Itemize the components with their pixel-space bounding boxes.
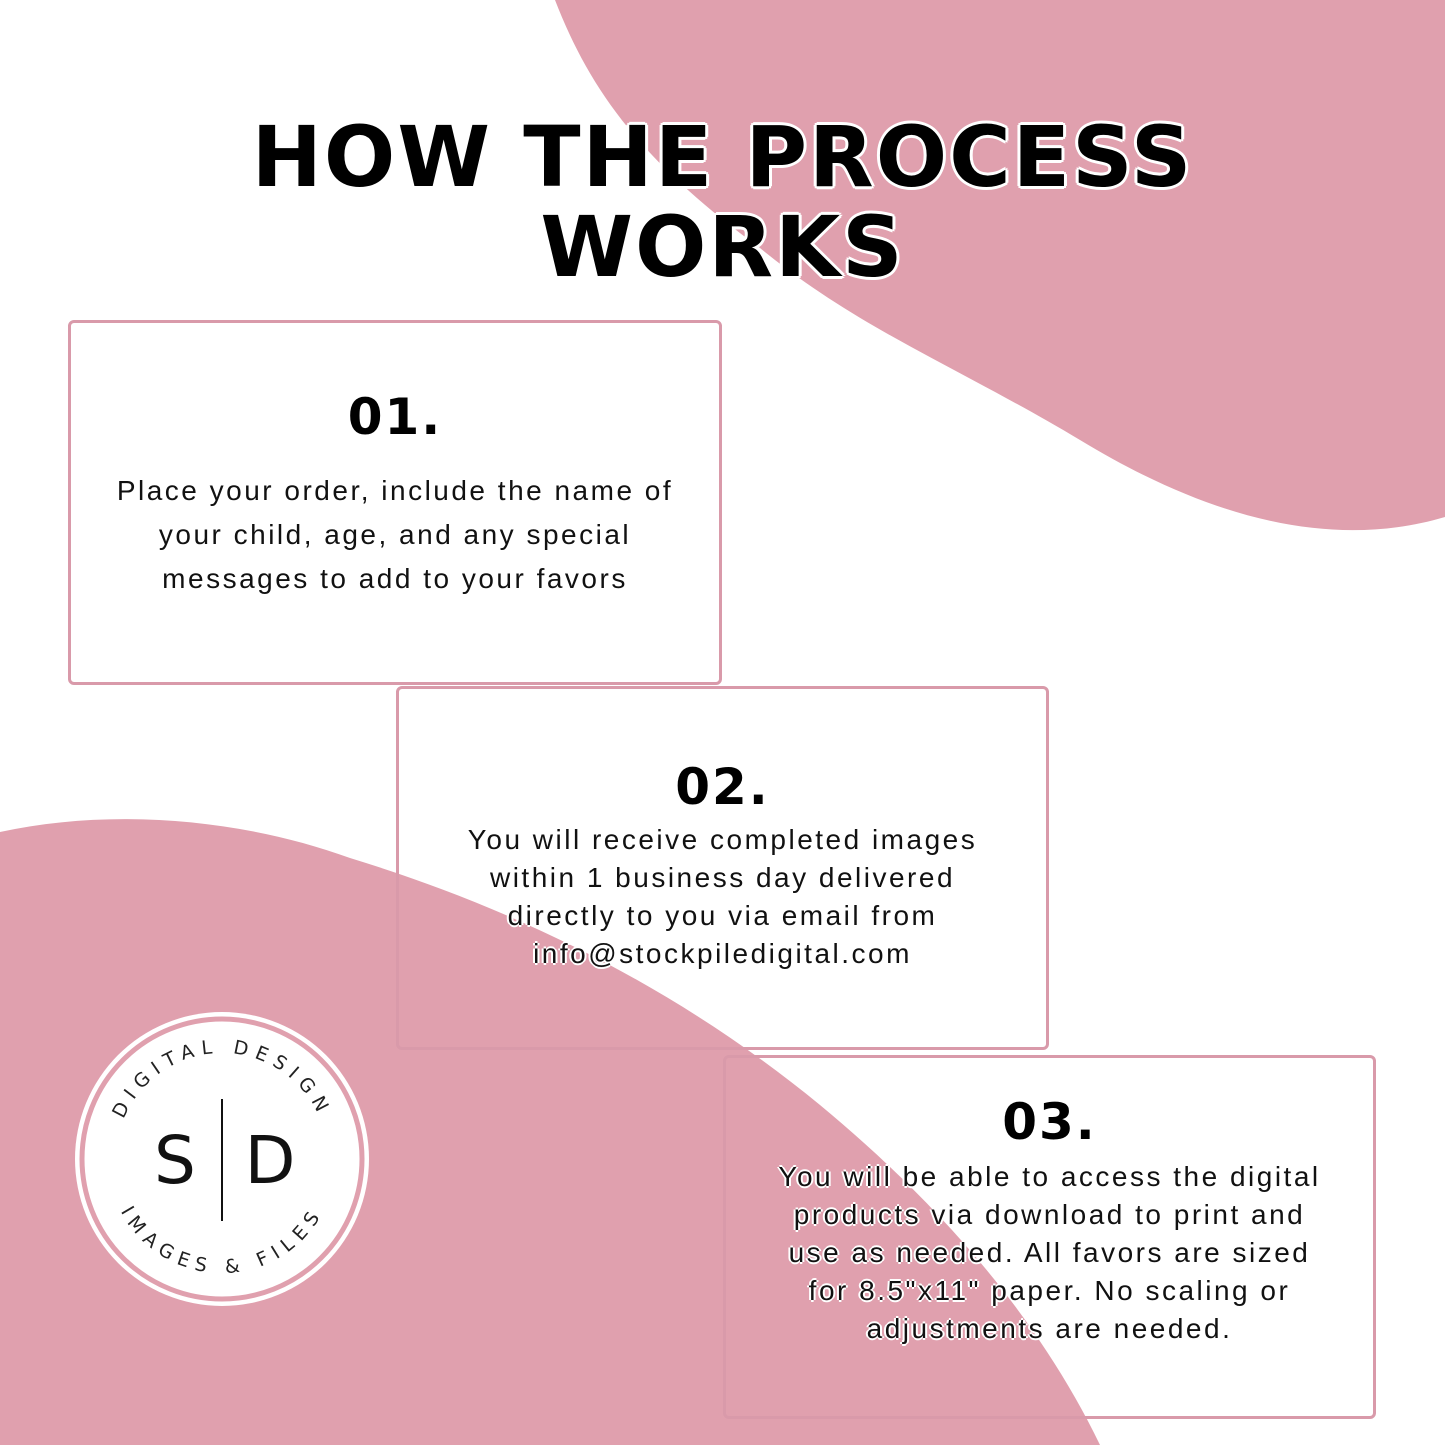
brand-logo: DIGITAL DESIGN IMAGES & FILES S D: [75, 1012, 369, 1306]
step-description: Place your order, include the name of yo…: [116, 475, 674, 594]
step-card-3: 03. You will be able to access the digit…: [723, 1055, 1376, 1419]
page-title: HOW THE PROCESS WORKS: [0, 112, 1445, 292]
title-line-1: HOW THE PROCESS: [251, 108, 1194, 206]
logo-monogram-d: D: [245, 1122, 296, 1199]
step-description: You will be able to access the digital p…: [778, 1161, 1321, 1344]
step-number: 03.: [1002, 1093, 1097, 1151]
top-right-blob: [555, 0, 1445, 531]
logo-monogram-s: S: [154, 1122, 196, 1199]
step-number: 01.: [347, 388, 443, 446]
step-card-1: 01. Place your order, include the name o…: [68, 320, 722, 685]
step-description: You will receive completed images within…: [467, 824, 978, 969]
step-number: 02.: [675, 758, 770, 816]
step-card-2: 02. You will receive completed images wi…: [396, 686, 1049, 1050]
title-line-2: WORKS: [540, 198, 905, 296]
